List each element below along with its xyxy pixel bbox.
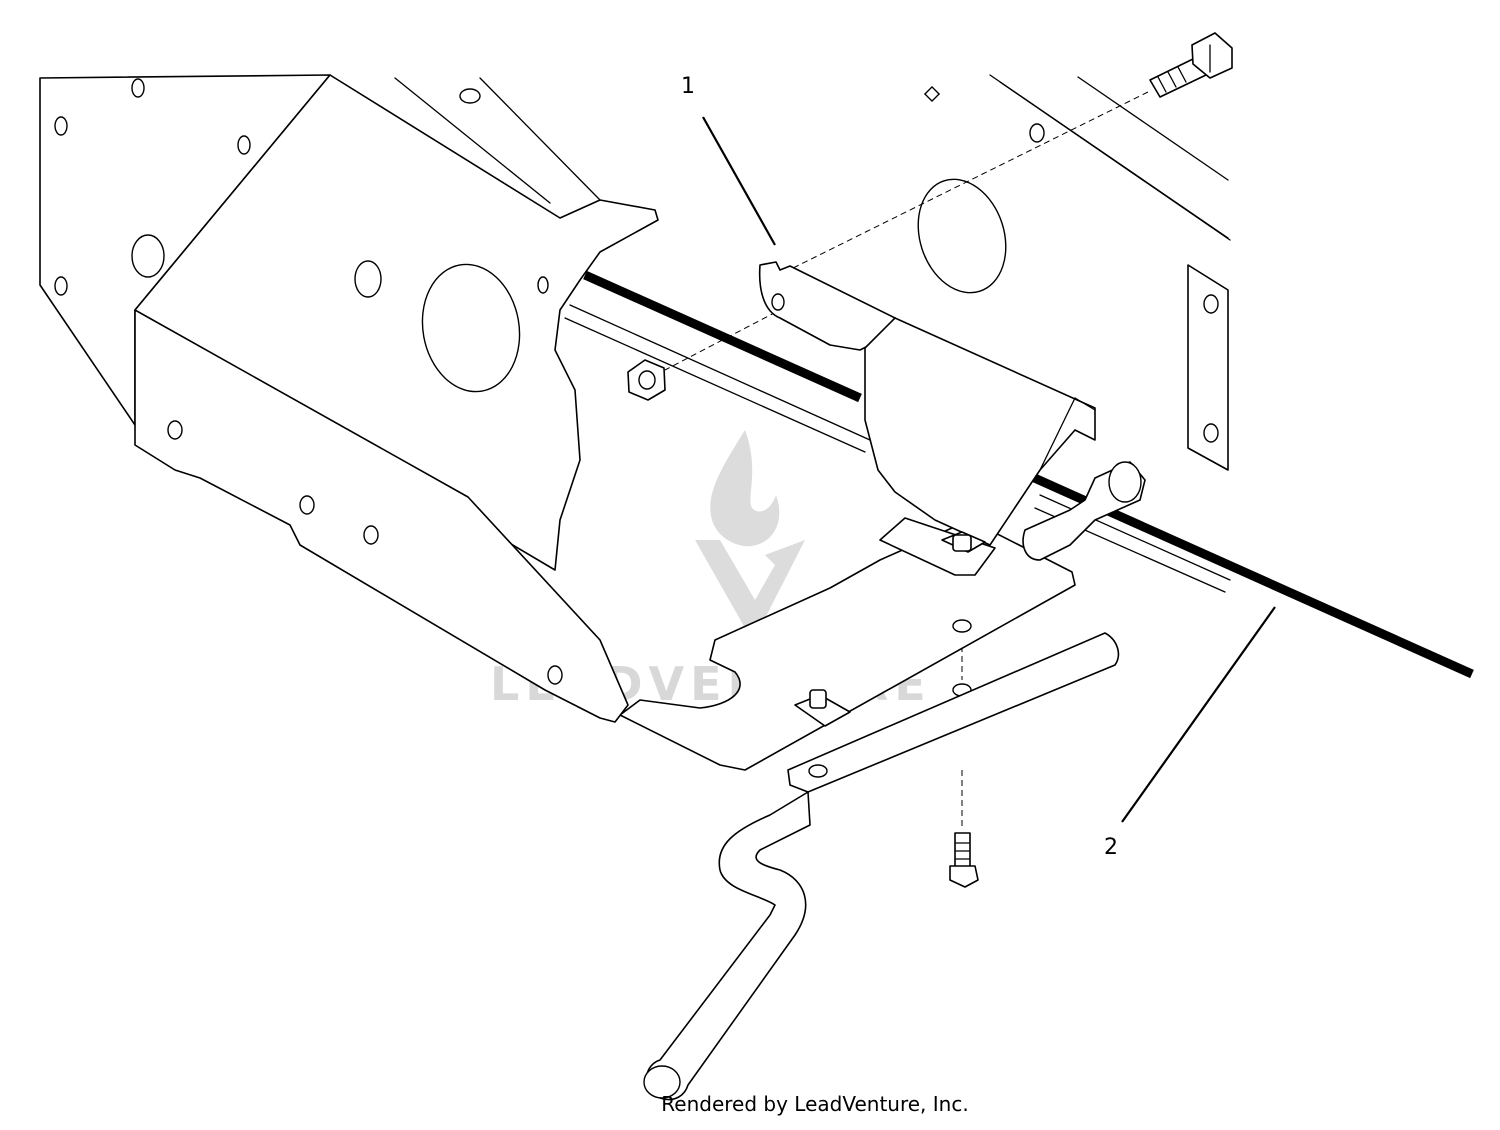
callout-2-leader [1121,606,1276,823]
footer-credit: Rendered by LeadVenture, Inc. [661,1092,969,1116]
cable-bracket [758,261,1096,576]
bolt-top [1149,32,1233,98]
shift-rod [643,632,1120,1101]
callout-2-label: 2 [1104,835,1118,860]
bolt-lower [949,832,979,888]
lower-clip [794,689,851,727]
callout-1-label: 1 [681,74,695,99]
callout-1-leader [702,116,776,246]
flame-logo-icon [710,430,780,547]
v-logo-icon [695,540,805,628]
left-frame-rail [39,74,659,723]
right-frame-rail [917,74,1231,471]
lock-nut [627,359,666,401]
floor-plate [619,519,1076,771]
rod-clamp [1022,461,1146,561]
